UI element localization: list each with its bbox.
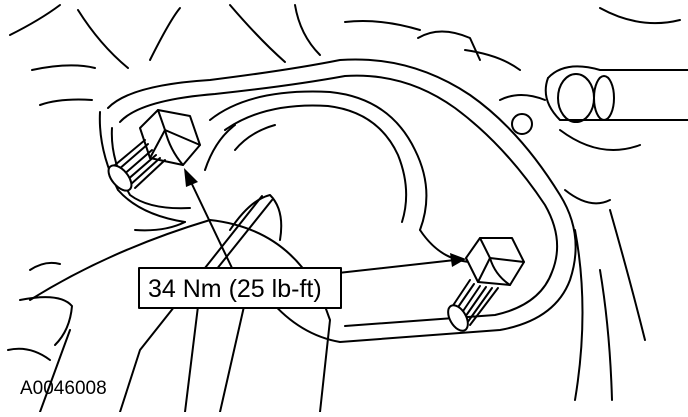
- torque-callout-box: [138, 267, 342, 309]
- leader-arrows: [184, 168, 466, 276]
- arrow-head-right: [450, 253, 466, 267]
- bolt-right: [447, 237, 525, 332]
- bolt-left: [107, 109, 201, 192]
- housing-background-lines: [7, 4, 681, 401]
- figure-id-label: A0046008: [20, 378, 107, 399]
- torque-callout-label: 34 Nm (25 lb-ft): [148, 275, 322, 303]
- axle-shaft: [499, 65, 688, 135]
- arrow-head-left: [184, 168, 198, 187]
- exhaust-flange: [98, 58, 577, 343]
